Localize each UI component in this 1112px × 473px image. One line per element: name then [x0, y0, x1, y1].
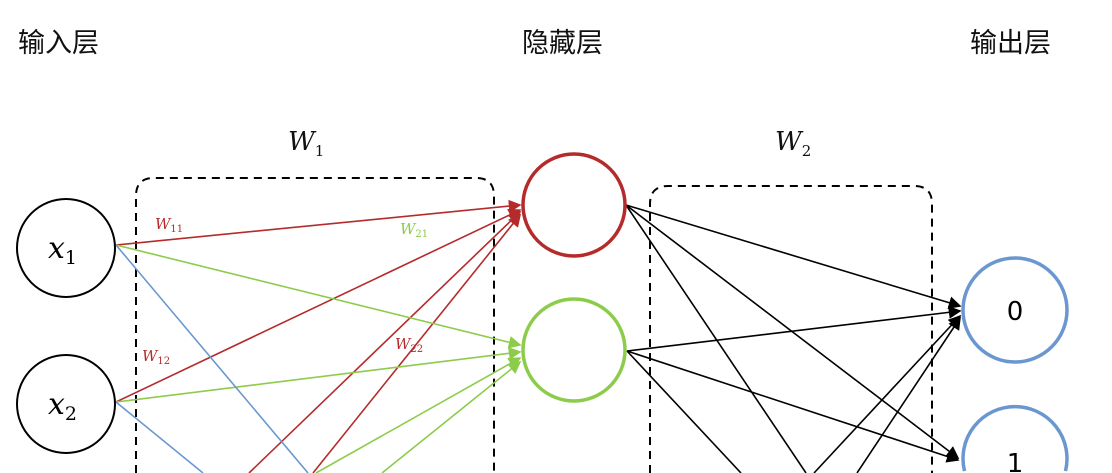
edge-h3-o0 — [813, 314, 962, 473]
hidden-layer-title: 隐藏层 — [522, 28, 603, 59]
edge-x4-h2 — [381, 360, 522, 473]
edge-h2-o1 — [626, 350, 960, 463]
edge-h3b-o0 — [856, 316, 961, 473]
w22-label: W22 — [395, 335, 423, 355]
edge-x3-h2 — [315, 357, 522, 473]
hidden-node-2 — [521, 297, 627, 403]
input-node-x1-label: x1 — [48, 231, 77, 269]
edge-h1-o0 — [625, 204, 962, 309]
output-node-0 — [961, 256, 1069, 364]
edge-x2-h3 — [115, 401, 204, 473]
output-node-1 — [961, 404, 1069, 472]
input-node-x2-label: x2 — [48, 387, 77, 425]
input-layer-title: 输入层 — [18, 28, 99, 59]
input-node-x2 — [16, 354, 116, 454]
w21-label: W21 — [400, 220, 428, 240]
edge-x1-h3 — [115, 244, 309, 473]
w12-label: W12 — [142, 347, 170, 367]
edge-x2-h1 — [115, 209, 522, 403]
edge-x4-h1 — [312, 213, 522, 473]
w1-group-box — [135, 177, 495, 473]
hidden-node-1 — [521, 152, 627, 258]
edge-x1-h2 — [115, 244, 522, 349]
w1-edges — [115, 199, 522, 473]
edge-x2-h2 — [115, 347, 522, 403]
edge-x1-h1 — [115, 199, 522, 246]
edge-x3-h1 — [248, 210, 522, 473]
w2-edges — [625, 204, 962, 473]
w2-group-box — [649, 185, 933, 473]
w1-label: W1 — [288, 127, 324, 160]
output-node-0-label: 0 — [1007, 297, 1024, 327]
output-node-1-label: 1 — [1007, 449, 1024, 473]
output-layer-title: 输出层 — [970, 28, 1051, 59]
w11-label: W11 — [155, 215, 183, 235]
input-node-x1 — [16, 198, 116, 298]
w2-label: W2 — [775, 127, 811, 160]
edge-h2-o2 — [626, 350, 742, 473]
edge-h2-o0 — [626, 305, 962, 352]
edge-h1-o2 — [625, 204, 807, 473]
